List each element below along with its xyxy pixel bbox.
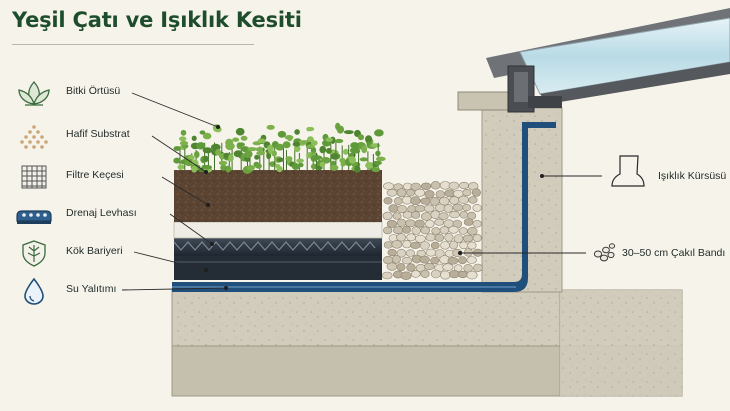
- filter-fleece-layer: [173, 221, 383, 239]
- root-barrier-layer: [174, 256, 382, 280]
- gravel-band: [381, 181, 483, 280]
- legend-label: Su Yalıtımı: [66, 283, 117, 295]
- skylight-frame: [486, 8, 730, 113]
- legend-item-substrate: Hafif Substrat: [14, 122, 174, 150]
- legend-item-root-barrier: Kök Bariyeri: [14, 239, 174, 267]
- substrate-layer: [174, 170, 382, 222]
- filter-mesh-icon: [21, 165, 47, 189]
- curb-icon: [611, 155, 645, 187]
- legend-label: Hafif Substrat: [66, 128, 130, 140]
- callout-label-gravel-band: 30–50 cm Çakıl Bandı: [622, 247, 726, 259]
- root-shield-icon: [22, 240, 46, 267]
- concrete-slab: [171, 289, 683, 397]
- page-title: Yeşil Çatı ve Işıklık Kesiti: [12, 8, 302, 32]
- title-divider: [12, 44, 254, 45]
- gravel-icon: [593, 243, 616, 262]
- legend-label: Filtre Keçesi: [66, 169, 124, 181]
- leader-lines: [121, 92, 602, 291]
- substrate-dots-icon: [20, 125, 48, 149]
- leader-dots: [204, 125, 544, 290]
- legend-label: Drenaj Levhası: [66, 207, 137, 219]
- legend-label: Kök Bariyeri: [66, 245, 123, 257]
- callout-label-skylight-curb: Işıklık Kürsüsü: [658, 170, 727, 182]
- vegetation-layer: [173, 122, 386, 174]
- drainage-board-layer: [173, 238, 382, 256]
- plant-icon: [18, 81, 50, 106]
- water-drop-icon: [24, 277, 44, 305]
- legend-item-waterproofing: Su Yalıtımı: [14, 277, 174, 305]
- legend-item-drainage-board: Drenaj Levhası: [14, 201, 174, 229]
- legend-item-plant-cover: Bitki Örtüsü: [14, 79, 174, 107]
- drainage-board-icon: [16, 210, 52, 224]
- legend-item-filter-fleece: Filtre Keçesi: [14, 163, 174, 191]
- legend-label: Bitki Örtüsü: [66, 85, 121, 97]
